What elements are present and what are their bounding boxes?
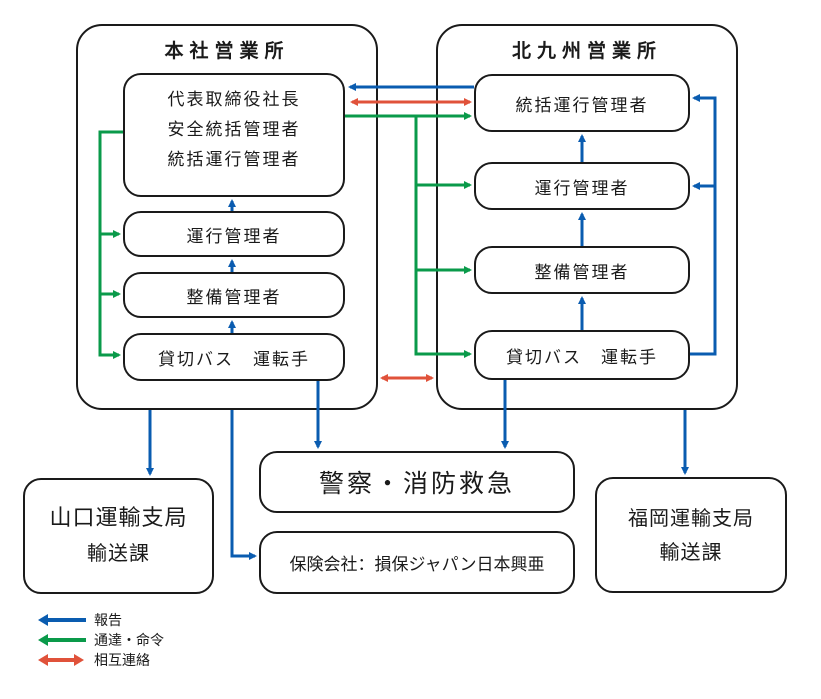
legend-label-command: 通達・命令 (94, 633, 164, 649)
head-office-driver-label: 貸切バス 運転手 (158, 349, 310, 370)
police-fire-box: 警察・消防救急 (259, 451, 575, 513)
kitakyushu-operations-manager-label: 運行管理者 (534, 178, 630, 199)
command-line-head-trunk (98, 130, 123, 359)
legend-item-command: 通達・命令 (38, 630, 164, 650)
head-office-operations-manager-label: 運行管理者 (186, 226, 282, 247)
executive-line-president: 代表取締役社長 (167, 90, 301, 110)
head-office-maintenance-manager-box: 整備管理者 (123, 272, 345, 318)
kitakyushu-driver-label: 貸切バス 運転手 (506, 347, 658, 368)
mutual-arrow-icon (38, 654, 84, 666)
report-line-kk-driver-right (690, 94, 717, 356)
fukuoka-transport-bureau-box: 福岡運輸支局 輸送課 (595, 477, 787, 593)
fukuoka-bureau-section: 輸送課 (659, 540, 723, 564)
command-arrow-icon (38, 634, 86, 646)
head-office-operations-manager-box: 運行管理者 (123, 211, 345, 257)
legend-label-mutual: 相互連絡 (94, 653, 150, 669)
head-office-driver-box: 貸切バス 運転手 (123, 333, 345, 381)
kitakyushu-office-title: 北九州営業所 (511, 40, 662, 62)
executive-line-general-ops-manager: 統括運行管理者 (167, 150, 301, 170)
head-office-title: 本社営業所 (164, 40, 290, 62)
head-office-container: 本社営業所 (76, 24, 378, 410)
kitakyushu-driver-box: 貸切バス 運転手 (474, 330, 690, 380)
kitakyushu-maintenance-manager-label: 整備管理者 (534, 262, 630, 283)
executive-line-safety-manager: 安全統括管理者 (167, 120, 301, 140)
yamaguchi-bureau-name: 山口運輸支局 (49, 506, 188, 531)
head-office-executive-box: 代表取締役社長 安全統括管理者 統括運行管理者 (123, 73, 345, 197)
head-office-maintenance-manager-label: 整備管理者 (186, 287, 282, 308)
police-fire-label: 警察・消防救急 (318, 469, 515, 498)
kitakyushu-general-manager-box: 統括運行管理者 (474, 74, 690, 132)
legend-item-mutual: 相互連絡 (38, 650, 164, 670)
legend-item-report: 報告 (38, 610, 164, 630)
yamaguchi-transport-bureau-box: 山口運輸支局 輸送課 (23, 478, 214, 594)
command-line-kk-trunk (414, 116, 472, 358)
insurance-company-box: 保険会社：損保ジャパン日本興亜 (259, 531, 575, 594)
kitakyushu-maintenance-manager-box: 整備管理者 (474, 246, 690, 294)
kitakyushu-general-manager-label: 統括運行管理者 (515, 95, 649, 116)
kitakyushu-operations-manager-box: 運行管理者 (474, 162, 690, 210)
report-arrow-icon (38, 614, 86, 626)
kitakyushu-office-container: 北九州営業所 (436, 24, 738, 410)
report-arrow-head-to-insurance (230, 410, 257, 560)
insurance-company-label: 保険会社：損保ジャパン日本興亜 (289, 555, 545, 575)
legend-label-report: 報告 (94, 613, 122, 629)
legend: 報告 通達・命令 相互連絡 (38, 610, 164, 670)
yamaguchi-bureau-section: 輸送課 (87, 541, 150, 565)
fukuoka-bureau-name: 福岡運輸支局 (628, 506, 754, 530)
